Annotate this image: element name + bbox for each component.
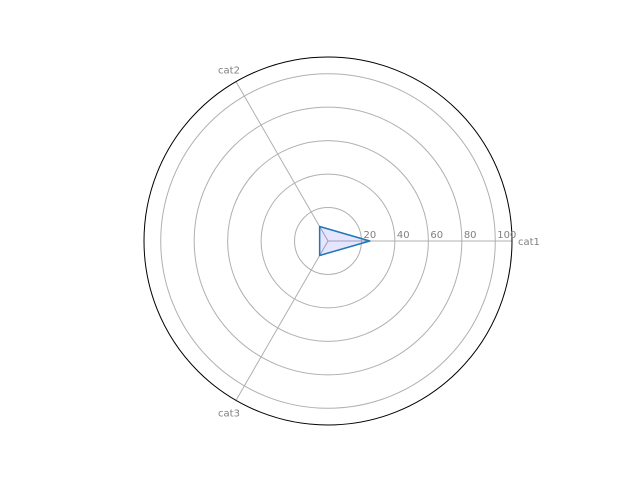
- category-label-cat1: cat1: [518, 237, 540, 248]
- outer-frame-circle: [143, 56, 513, 426]
- series-0-line: [318, 225, 371, 257]
- category-label-cat3: cat3: [218, 408, 240, 419]
- grid-layer: [143, 56, 513, 426]
- radial-tick-label-60: 60: [430, 230, 443, 241]
- spoke-cat2: [235, 81, 329, 242]
- radial-tick-label-80: 80: [464, 230, 477, 241]
- radial-tick-label-100: 100: [497, 230, 516, 241]
- radial-tick-label-40: 40: [397, 230, 410, 241]
- spoke-cat3: [235, 240, 329, 401]
- series-layer: [318, 225, 371, 257]
- radial-tick-label-20: 20: [363, 230, 376, 241]
- category-label-cat2: cat2: [218, 66, 240, 77]
- series-0-fill: [319, 226, 370, 256]
